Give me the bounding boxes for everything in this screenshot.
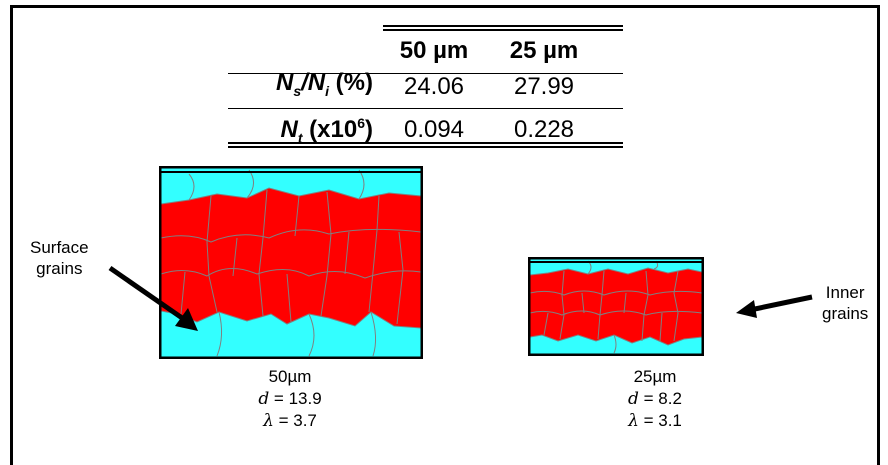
surface-grains-arrow: [108, 265, 187, 323]
header-50um: 50 µm: [399, 37, 469, 64]
row-label-ns-ni: Ns/Ni (%): [275, 69, 373, 99]
inner-grains-arrow: [749, 294, 813, 313]
micrograph-50um: [159, 166, 423, 359]
inner-grain-region: [529, 267, 703, 346]
table-top-rule-2: [383, 29, 623, 31]
table-row-rule: [228, 108, 623, 109]
caption-50um: 50µm d = 13.9 λ = 3.7: [230, 366, 350, 432]
caption-d: d = 8.2: [628, 389, 682, 409]
table-row: Nt (x106) 0.094 0.228: [228, 107, 599, 154]
row-label-nt: Nt (x106): [280, 114, 373, 146]
table-bottom-rule-1: [228, 142, 623, 144]
table-bottom-rule-2: [228, 146, 623, 148]
table-row: Ns/Ni (%) 24.06 27.99: [228, 67, 599, 107]
caption-size: 50µm: [268, 367, 312, 386]
header-25um: 25 µm: [509, 37, 579, 64]
inner-grains-label: Inner grains: [822, 283, 869, 323]
caption-lambda: λ = 3.7: [263, 411, 317, 431]
micrograph-25um: [528, 257, 704, 356]
surface-grains-label: Surface grains: [30, 238, 89, 278]
cell-ns-ni-25: 27.99: [513, 72, 575, 100]
table-top-rule-1: [383, 25, 623, 27]
grain-ratio-table: 50 µm 25 µm Ns/Ni (%) 24.06 27.99 Nt (x1…: [228, 35, 599, 154]
cell-nt-25: 0.228: [513, 116, 575, 144]
caption-d: d = 13.9: [258, 389, 322, 409]
surface-grains-arrowhead: [175, 308, 198, 331]
inner-grain-region: [160, 187, 422, 329]
figure-frame: [10, 5, 880, 465]
cell-ns-ni-50: 24.06: [403, 72, 465, 100]
inner-grains-arrowhead: [736, 300, 757, 318]
caption-lambda: λ = 3.1: [628, 411, 682, 431]
caption-25um: 25µm d = 8.2 λ = 3.1: [595, 366, 715, 432]
table-header-row: 50 µm 25 µm: [228, 35, 599, 67]
cell-nt-50: 0.094: [403, 116, 465, 144]
table-header-rule: [228, 73, 623, 74]
arrows-layer: [108, 265, 813, 331]
caption-size: 25µm: [633, 367, 677, 386]
